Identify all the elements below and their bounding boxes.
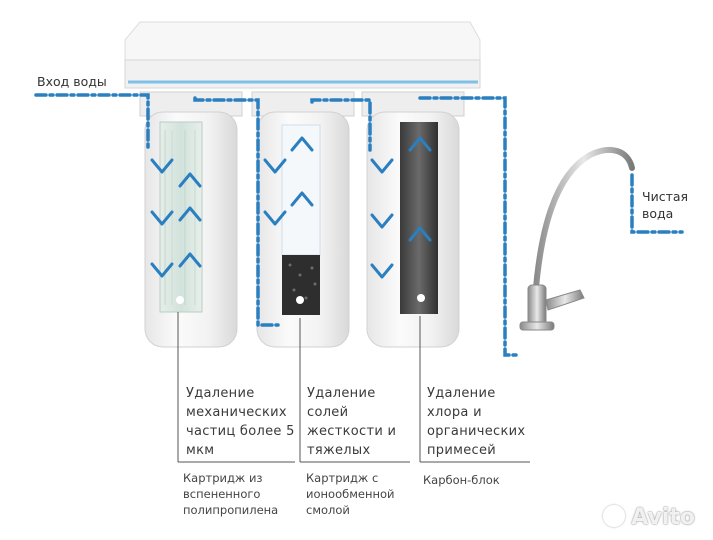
stage-1-cartridge-line: вспененного — [183, 487, 261, 501]
stage-3-purpose-line: Удаление — [427, 386, 496, 401]
stage-2-cartridge-line: смолой — [306, 503, 350, 517]
stage-1-purpose-line: Удаление — [186, 386, 255, 401]
stage-1-purpose-line: механических — [186, 405, 287, 420]
stage-1-purpose-line: частиц более 5 — [186, 424, 295, 439]
stage-1-purpose-line: мкм — [186, 443, 215, 458]
water-flow-path — [34, 93, 684, 357]
stage-1-cartridge: Картридж из вспененного полипропилена — [183, 470, 278, 518]
stage-2-cartridge-line: Картридж с — [306, 471, 379, 485]
outlet-label-line1: Чистая — [642, 189, 689, 204]
stage-2-cartridge: Картридж с ионообменной смолой — [306, 470, 395, 518]
stage-2-purpose-line: Удаление — [307, 386, 376, 401]
stage-1-cartridge-line: Картридж из — [183, 471, 263, 485]
callout-lines — [177, 312, 530, 463]
stage-1-purpose: Удаление механических частиц более 5 мкм — [186, 384, 295, 460]
mounting-bracket — [124, 21, 481, 89]
stage-3-cartridge: Карбон-блок — [423, 472, 500, 488]
outlet-label: Чистая вода — [642, 188, 688, 222]
avito-watermark: Avito — [603, 505, 695, 530]
stage-2-purpose-line: солей — [307, 405, 349, 420]
stage-3-purpose-line: хлора и — [427, 405, 482, 420]
avito-logo-icon — [603, 505, 626, 527]
flow-arrows — [150, 136, 432, 279]
inlet-label: Вход воды — [37, 74, 107, 89]
stage-2-purpose-line: жесткости и — [307, 424, 397, 439]
stage-3-purpose-line: примесей — [427, 443, 496, 458]
stage-1-cartridge-line: полипропилена — [183, 503, 279, 517]
stage-2-cartridge-line: ионообменной — [306, 487, 395, 501]
cartridge-carbon — [400, 122, 438, 314]
avito-watermark-text: Avito — [631, 505, 695, 530]
stage-3-purpose: Удаление хлора и органических примесей — [427, 384, 525, 460]
stage-3-cartridge-line: Карбон-блок — [423, 473, 500, 487]
stage-3-purpose-line: органических — [427, 424, 526, 439]
cartridge-resin — [281, 124, 321, 315]
stage-2-purpose: Удаление солей жесткости и тяжелых — [307, 384, 396, 460]
stage-2-purpose-line: тяжелых — [307, 443, 371, 458]
faucet — [519, 146, 635, 331]
outlet-label-line2: вода — [642, 206, 674, 221]
